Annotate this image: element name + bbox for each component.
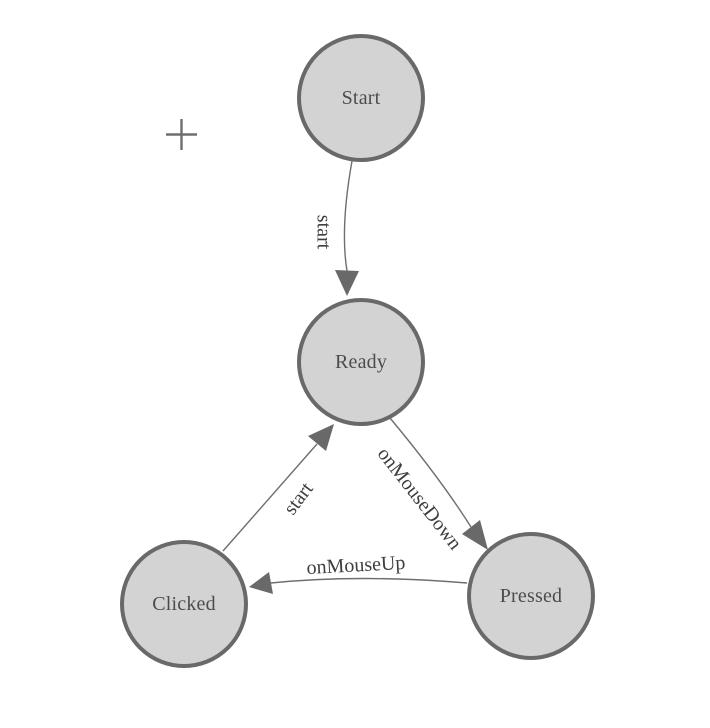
state-node-ready-label: Ready	[334, 350, 388, 373]
arrowhead-start-to-ready	[335, 270, 359, 296]
state-node-start-label: Start	[341, 86, 381, 109]
crosshair-plus-icon	[166, 119, 197, 150]
arrowhead-pressed-to-clicked	[249, 572, 273, 594]
state-node-pressed-label: Pressed	[499, 584, 563, 607]
arrowhead-ready-to-pressed	[462, 520, 488, 550]
arrowhead-clicked-to-ready	[308, 424, 334, 451]
edge-ready-to-pressed[interactable]	[389, 417, 488, 550]
state-node-ready[interactable]: Ready	[297, 298, 425, 426]
edge-label-start-to-ready[interactable]: start	[312, 214, 335, 250]
edge-clicked-to-ready[interactable]	[222, 424, 334, 552]
state-node-clicked-label: Clicked	[152, 592, 216, 615]
state-node-start[interactable]: Start	[297, 34, 425, 162]
edge-pressed-to-clicked[interactable]	[249, 572, 468, 594]
state-node-pressed[interactable]: Pressed	[467, 532, 595, 660]
state-node-clicked[interactable]: Clicked	[120, 540, 248, 668]
edge-start-to-ready[interactable]	[335, 160, 359, 296]
